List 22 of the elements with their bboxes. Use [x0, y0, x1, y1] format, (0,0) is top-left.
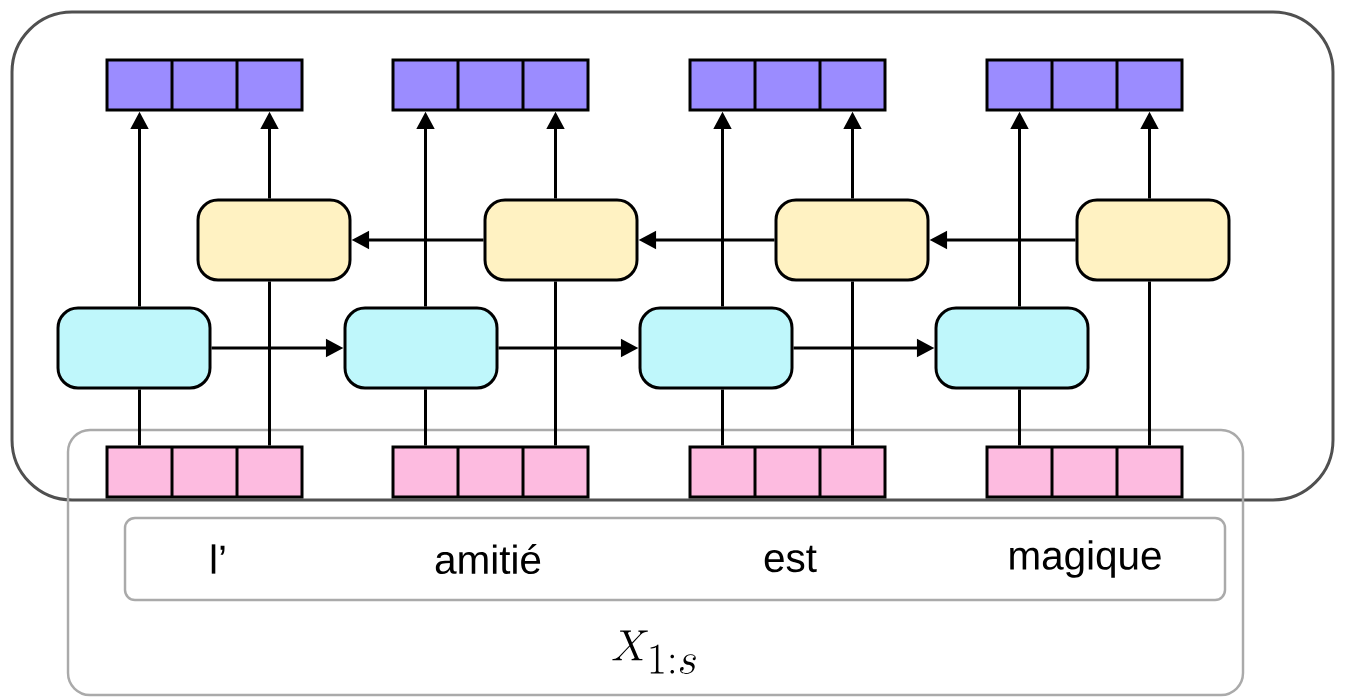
- output-vector: [391, 58, 590, 112]
- output-vector: [985, 58, 1184, 112]
- backward-cell: [1075, 198, 1231, 282]
- backward-cell: [774, 198, 930, 282]
- backward-cell: [483, 198, 639, 282]
- output-vector: [105, 58, 304, 112]
- backward-cell: [196, 198, 352, 282]
- forward-cell: [56, 306, 212, 390]
- word-label: l’: [211, 544, 225, 574]
- word-label: magique: [1010, 540, 1161, 578]
- embedding-vector: [105, 445, 304, 499]
- forward-cell: [638, 306, 794, 390]
- word-label: amitié: [435, 543, 541, 575]
- input-symbol: $X_{1:s}$: [612, 630, 696, 674]
- forward-cell: [934, 306, 1090, 390]
- forward-cell: [343, 306, 499, 390]
- embedding-vector: [391, 445, 590, 499]
- embedding-vector: [985, 445, 1184, 499]
- encoder-frame: [10, 10, 1335, 502]
- output-vector: [688, 58, 887, 112]
- embedding-vector: [688, 445, 887, 499]
- word-label: est: [764, 545, 817, 573]
